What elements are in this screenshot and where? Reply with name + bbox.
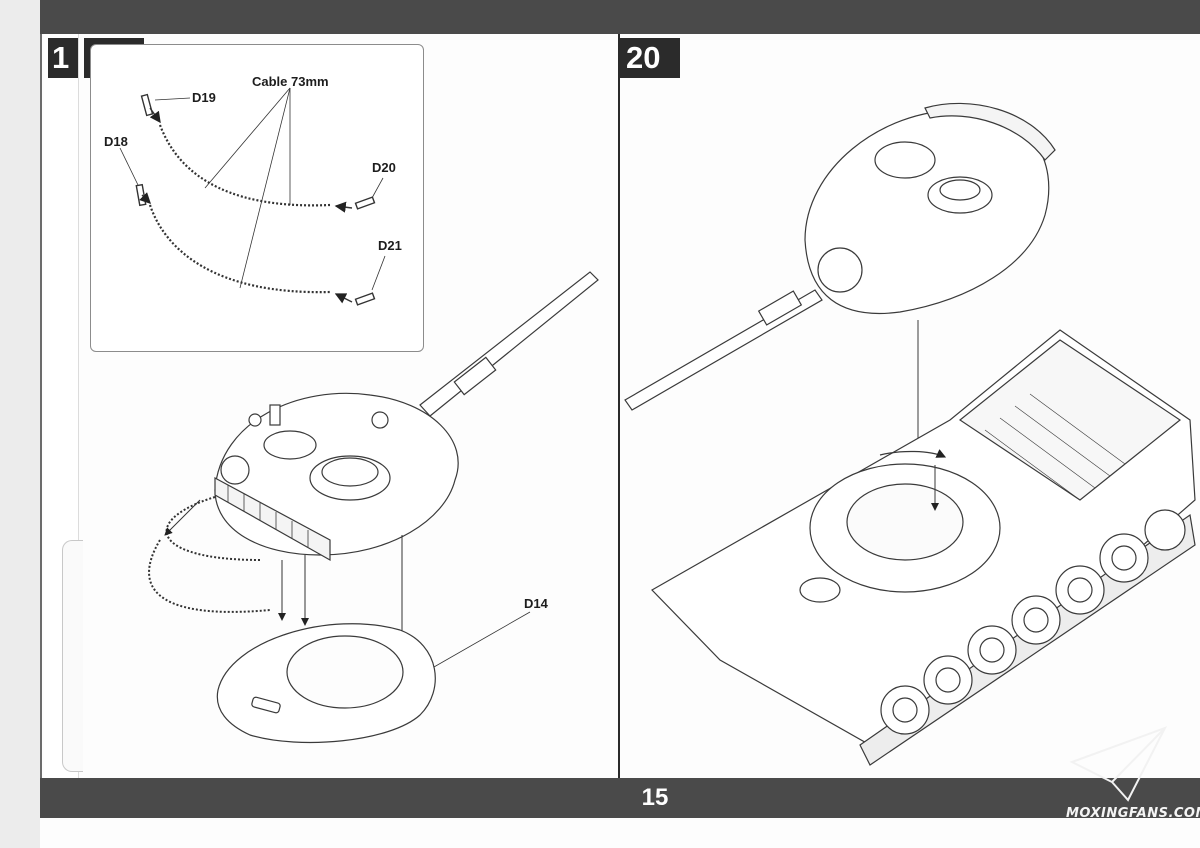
footer-band <box>40 778 1200 818</box>
tank-hull-drawing <box>651 329 1196 746</box>
track-and-wheels <box>859 509 1196 766</box>
paper-plane-logo <box>1069 726 1168 802</box>
step-number-prev: 1 <box>48 38 78 78</box>
cable-length-label: Cable 73mm <box>252 74 329 89</box>
page-number: 15 <box>641 784 669 811</box>
part-label-d14: D14 <box>524 596 548 611</box>
part-label-d21: D21 <box>378 238 402 253</box>
cable-assembly-left <box>148 496 271 613</box>
inset-cable-drawing <box>119 87 386 306</box>
previous-page-fragment <box>62 540 83 772</box>
part-label-d20: D20 <box>372 160 396 175</box>
part-label-d19: D19 <box>192 90 216 105</box>
left-margin <box>0 0 40 848</box>
turret-drawing-left <box>214 271 599 562</box>
part-label-d18: D18 <box>104 134 128 149</box>
turret-ring-part <box>216 623 436 744</box>
binding-line <box>40 34 42 778</box>
step-divider <box>618 34 620 778</box>
step-number-20: 20 <box>620 38 680 78</box>
watermark-text: MOXINGFANS.COM <box>1066 806 1200 821</box>
header-band <box>40 0 1200 34</box>
turret-drawing-right <box>624 102 1056 496</box>
